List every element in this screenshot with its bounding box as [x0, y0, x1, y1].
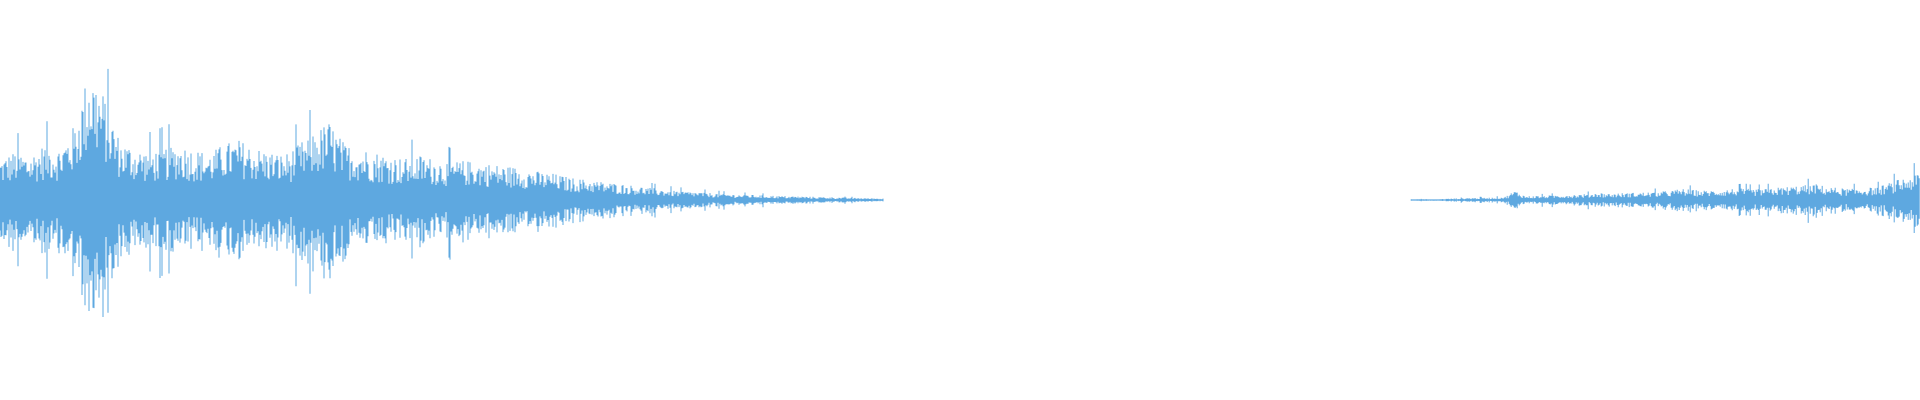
waveform-bars	[0, 68, 1920, 317]
waveform-segment-0	[0, 68, 884, 317]
waveform-segment-1	[1410, 163, 1920, 233]
